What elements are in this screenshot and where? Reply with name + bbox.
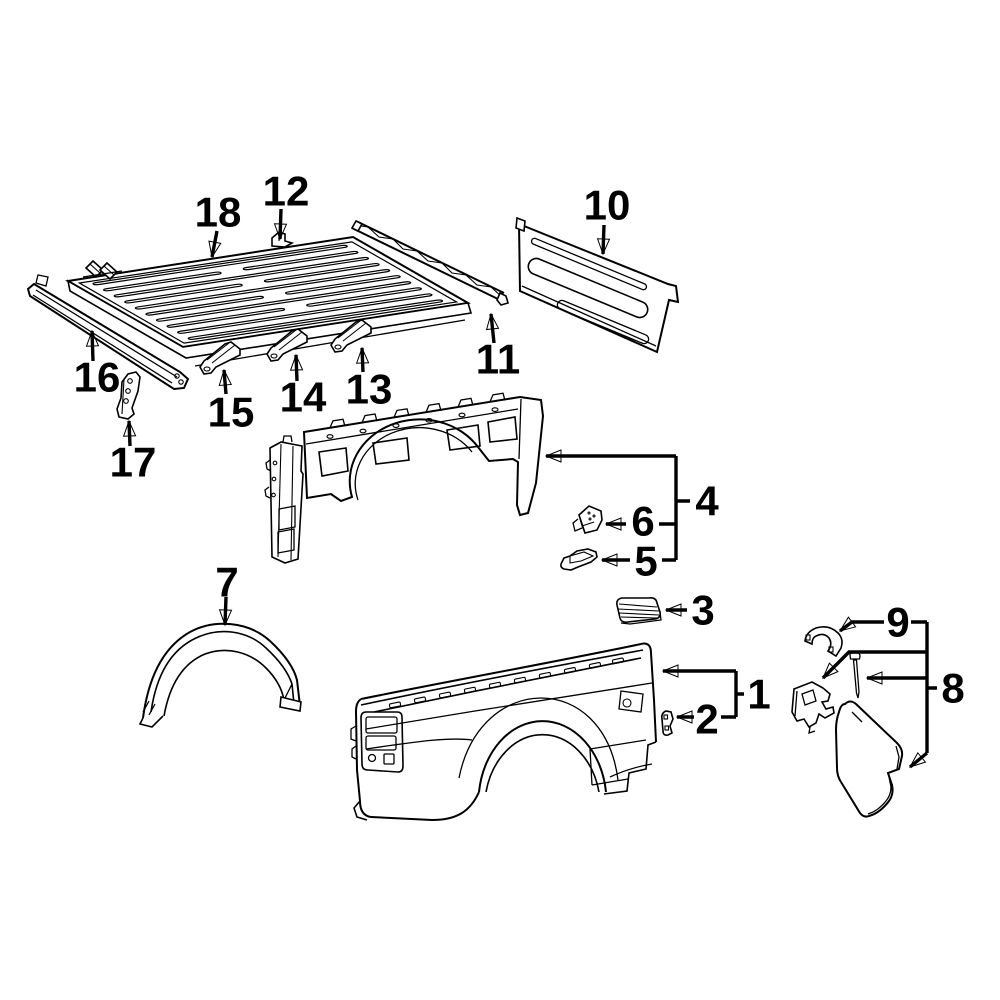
floor-front-bracket [271,231,295,248]
leader-lines [85,208,937,769]
callout-18-label: 18 [195,189,242,236]
callout-10-label: 10 [584,182,631,229]
callout-3-label: 3 [691,587,714,634]
strap-9 [804,626,843,658]
vent-plate-3 [616,597,662,625]
front-panel [515,216,680,354]
inner-side-panel [264,392,545,564]
callout-14-label: 14 [280,374,327,421]
callout-4-label: 4 [695,478,719,525]
callout-1-label: 1 [747,671,770,718]
support-bracket-17 [116,371,141,420]
callout-9-label: 9 [886,599,909,646]
callout-11-label: 11 [476,336,520,383]
fuel-filler-door [834,700,904,818]
pin [849,652,861,699]
latch-bracket [791,681,835,734]
callout-15-label: 15 [208,389,255,436]
callout-17-label: 17 [110,439,157,486]
rail-left [26,274,190,391]
callout-6-label: 6 [631,498,654,545]
callout-8-label: 8 [941,665,964,712]
bedside-outer-panel [350,642,657,822]
callout-7-label: 7 [215,559,238,606]
callout-13-label: 13 [346,366,393,413]
callout-labels: 1 2 3 4 5 6 7 8 9 10 11 12 13 14 15 16 1… [74,168,965,743]
rail-right [350,219,509,306]
clip-6 [572,505,603,534]
clip-2 [661,710,674,736]
callout-12-label: 12 [263,168,310,215]
callout-2-label: 2 [695,696,718,743]
wheelhouse-7 [138,622,302,728]
clip-5 [560,548,598,571]
callout-16-label: 16 [74,354,121,401]
callout-5-label: 5 [634,538,657,585]
floor-panel [68,237,471,366]
